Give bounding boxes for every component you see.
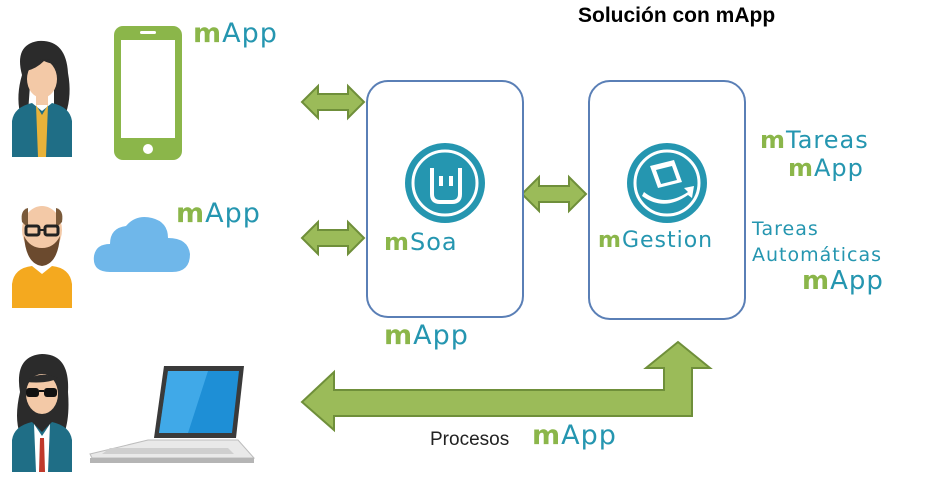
tareas-automaticas-mapp-label: mApp <box>802 266 884 296</box>
double-arrow-msoa-mgestion <box>520 174 588 214</box>
cloud-icon <box>93 217 190 272</box>
mgestion-node: mGestion <box>588 80 746 320</box>
diagram-title: Solución con mApp <box>578 4 776 27</box>
procesos-label: Procesos <box>430 429 510 450</box>
msoa-node: mSoa <box>366 80 524 318</box>
smartphone-icon <box>114 26 182 160</box>
procesos-mapp-label: mApp <box>532 420 617 451</box>
mtareas-label: mTareas <box>760 126 869 154</box>
msoa-mapp-label: mApp <box>384 320 469 351</box>
sunglasses-woman-user-icon <box>12 354 72 472</box>
phone-mapp-label: mApp <box>193 18 278 49</box>
mgestion-node-label: mGestion <box>598 228 714 253</box>
cloud-mapp-label: mApp <box>176 198 261 229</box>
laptop-icon <box>89 366 256 463</box>
woman-user-icon <box>12 40 72 157</box>
tareas-automaticas-line2: Automáticas <box>752 244 882 266</box>
tareas-automaticas-line1: Tareas <box>752 218 819 240</box>
bald-man-user-icon <box>12 206 72 308</box>
double-arrow-laptop-mgestion <box>300 340 713 433</box>
mgestion-logo-icon <box>627 143 707 223</box>
double-arrow-phone-msoa <box>300 83 366 121</box>
msoa-logo-icon <box>405 143 485 223</box>
double-arrow-cloud-msoa <box>300 219 366 257</box>
mtareas-mapp-label: mApp <box>788 154 864 182</box>
msoa-node-label: mSoa <box>384 228 458 256</box>
